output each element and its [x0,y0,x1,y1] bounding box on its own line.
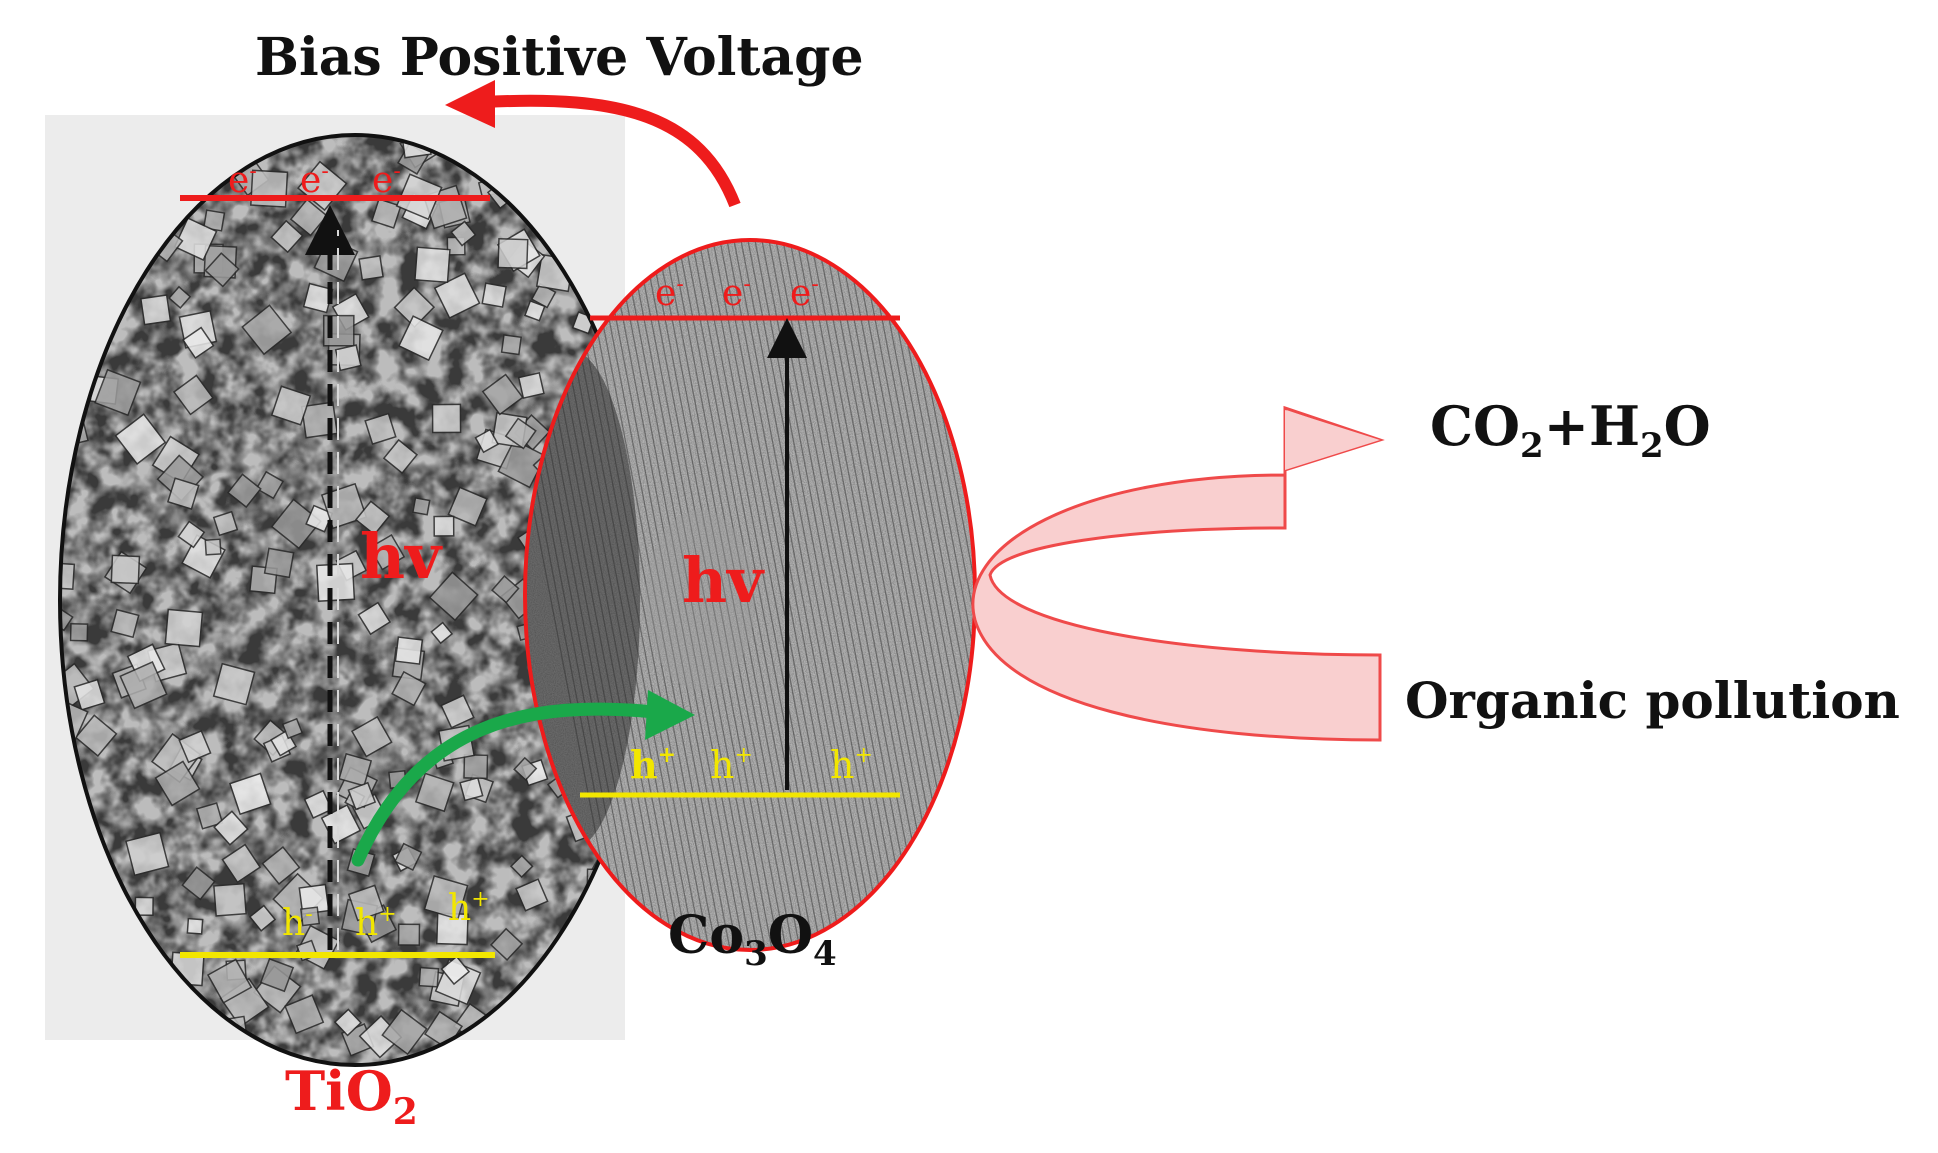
degradation-arrow [971,405,1385,742]
co3o4-electrons: e- e- e- [655,272,819,314]
tio2-electrons: e- e- e- [228,159,401,201]
co3o4-electron-1: e- [655,272,684,314]
bias-voltage-label: Bias Positive Voltage [255,27,864,88]
hole-transfer-arrow [351,690,695,867]
co3o4-photon-label: hv [682,544,765,617]
co3o4-electron-2: e- [722,272,751,314]
tio2-holes: h- h+ h+ [282,887,490,944]
tio2-electron-3: e- [372,159,401,201]
co3o4-holes: h+ h+ h+ [630,742,873,787]
tio2-label: TiO2 [285,1059,418,1133]
co3o4-hole-2: h+ [710,743,753,787]
reactant-label: Organic pollution [1405,671,1900,730]
bias-voltage-arrow [445,80,741,208]
tio2-photon-label: hv [360,520,443,593]
co3o4-hole-3: h+ [830,743,873,787]
co3o4-hole-1: h+ [630,742,676,787]
co3o4-electron-3: e- [790,272,819,314]
tio2-electron-2: e- [300,159,329,201]
tio2-electron-1: e- [228,159,257,201]
products-label: CO2+H2O [1430,394,1711,466]
co3o4-label: Co3O4 [668,905,837,974]
co3o4-particle: e- e- e- h+ h+ h+ hv [523,238,977,952]
tio2-hole-1: h- [282,902,313,944]
tio2-hole-2: h+ [355,902,397,944]
tio2-hole-3: h+ [448,887,490,929]
